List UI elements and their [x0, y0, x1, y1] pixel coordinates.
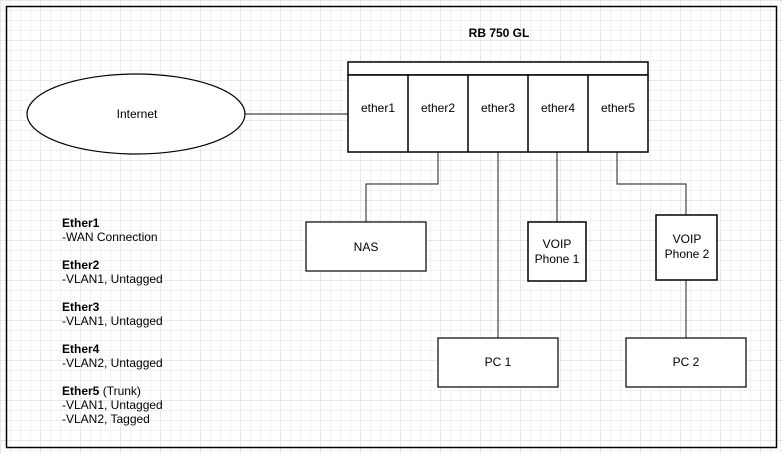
voip2-label-line2: Phone 2 — [665, 247, 710, 261]
link-ether5-voip2 — [616, 152, 687, 215]
device-voip-phone-2: VOIP Phone 2 — [655, 214, 718, 281]
voip1-label-line1: VOIP — [543, 237, 572, 251]
router-ports: ether1 ether2 ether3 ether4 ether5 — [361, 75, 635, 152]
router-port-panel — [347, 74, 649, 153]
port-label-ether2: ether2 — [421, 101, 455, 115]
voip2-label-line1: VOIP — [673, 232, 702, 246]
link-ether2-nas — [365, 152, 439, 222]
note-line: -VLAN2, Tagged — [62, 412, 150, 426]
internet-ellipse — [26, 73, 246, 155]
note-heading-suffix: (Trunk) — [99, 384, 141, 398]
connection-lines — [245, 113, 687, 338]
router-rb750gl: ether1 ether2 ether3 ether4 ether5 — [347, 61, 649, 153]
note-line: -VLAN1, Untagged — [62, 314, 163, 328]
note-heading-label: Ether3 — [62, 300, 100, 314]
device-pc-1: PC 1 — [437, 337, 559, 388]
note-heading: Ether4 — [62, 342, 100, 356]
note-line: -VLAN1, Untagged — [62, 398, 163, 412]
router-top-bar — [347, 61, 649, 76]
note-line: -VLAN1, Untagged — [62, 272, 163, 286]
device-pc-2: PC 2 — [625, 337, 747, 388]
voip1-label-line2: Phone 1 — [535, 252, 580, 266]
note-heading-label: Ether1 — [62, 216, 100, 230]
note-heading: Ether1 — [62, 216, 100, 230]
port-label-ether3: ether3 — [481, 101, 515, 115]
note-heading: Ether3 — [62, 300, 100, 314]
diagram-frame — [5, 5, 778, 449]
device-nas: NAS — [305, 221, 427, 272]
note-heading-label: Ether5 — [62, 384, 100, 398]
port-label-ether1: ether1 — [361, 101, 395, 115]
note-line: -VLAN2, Untagged — [62, 356, 163, 370]
note-heading: Ether2 — [62, 258, 100, 272]
internet-label: Internet — [117, 107, 158, 121]
port-label-ether4: ether4 — [541, 101, 575, 115]
port-label-ether5: ether5 — [601, 101, 635, 115]
pc2-label: PC 2 — [673, 355, 700, 369]
device-voip-phone-1: VOIP Phone 1 — [527, 221, 587, 282]
note-heading-label: Ether4 — [62, 342, 100, 356]
pc1-label: PC 1 — [485, 355, 512, 369]
router-title: RB 750 GL — [469, 26, 530, 40]
nas-label: NAS — [354, 240, 379, 254]
note-heading-label: Ether2 — [62, 258, 100, 272]
note-line: -WAN Connection — [62, 230, 158, 244]
note-heading: Ether5 (Trunk) — [62, 384, 141, 398]
